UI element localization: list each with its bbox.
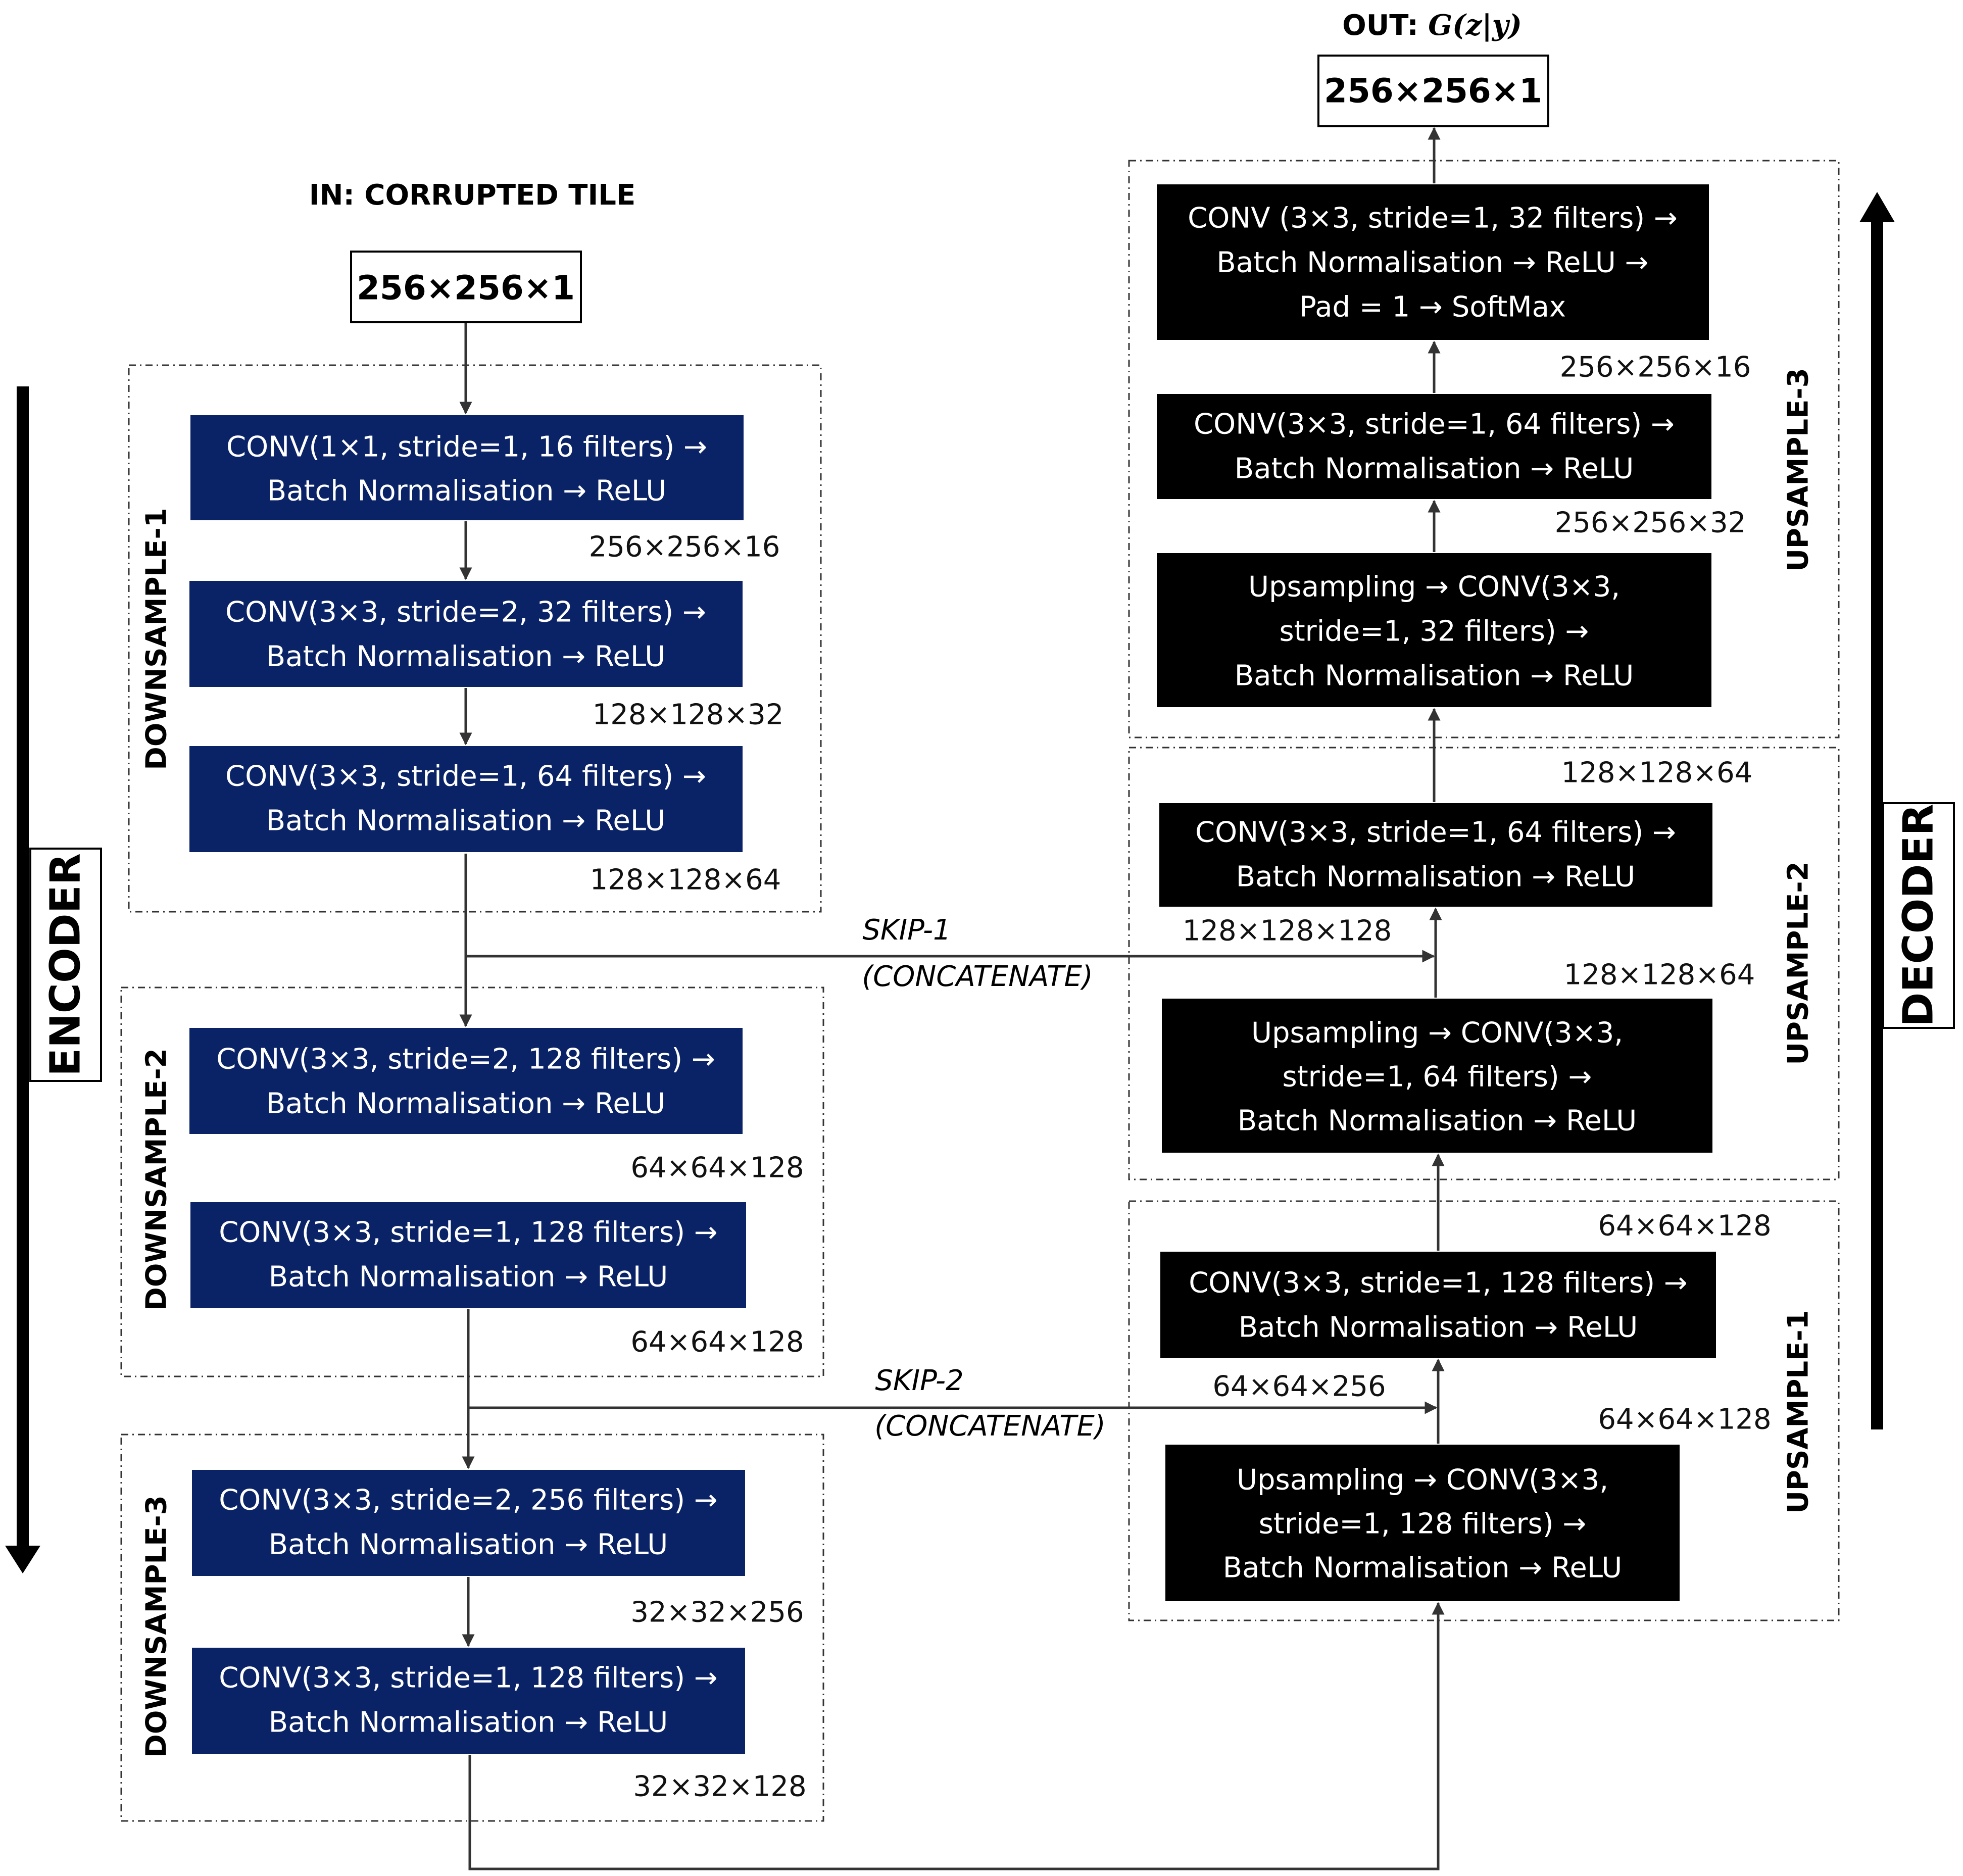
svg-text:Batch Normalisation → ReLU: Batch Normalisation → ReLU [269, 1261, 668, 1294]
decoder-block-u2-2: CONV(3×3, stride=1, 64 filters) → Batch … [1159, 803, 1712, 907]
upsample-2-label: UPSAMPLE-2 [1782, 861, 1815, 1065]
svg-text:CONV(3×3, stride=1, 128 filter: CONV(3×3, stride=1, 128 filters) → [219, 1216, 718, 1249]
upsample-3-frame [1128, 160, 1840, 738]
svg-text:Batch Normalisation → ReLU: Batch Normalisation → ReLU [1238, 1105, 1637, 1138]
svg-text:CONV(3×3, stride=1, 64 filters: CONV(3×3, stride=1, 64 filters) → [225, 760, 706, 793]
svg-text:Upsampling → CONV(3×3,: Upsampling → CONV(3×3, [1237, 1464, 1608, 1497]
dim-u1-1: 64×64×128 [1598, 1403, 1771, 1436]
skip-1-label: SKIP-1 [862, 914, 951, 947]
encoder-block-d2-1: CONV(3×3, stride=2, 128 filters) → Batch… [189, 1028, 743, 1134]
svg-text:Batch Normalisation → ReLU: Batch Normalisation → ReLU [1235, 660, 1634, 693]
svg-text:Batch Normalisation → ReLU: Batch Normalisation → ReLU [266, 1088, 665, 1120]
dim-skip-2: 64×64×256 [1212, 1370, 1386, 1403]
dim-d2-2: 64×64×128 [630, 1326, 804, 1359]
encoder-label: ENCODER [42, 853, 90, 1076]
dim-d3-1: 32×32×256 [630, 1596, 804, 1629]
decoder-block-u1-2: CONV(3×3, stride=1, 128 filters) → Batch… [1160, 1252, 1716, 1358]
encoder-label-box [29, 848, 102, 1082]
dim-u3-2: 256×256×16 [1560, 351, 1751, 384]
output-title: OUT: G(z|y) [1342, 9, 1522, 42]
dim-u3-1: 256×256×32 [1555, 507, 1746, 539]
encoder-arrow-head [5, 1546, 40, 1573]
input-title: IN: CORRUPTED TILE [309, 179, 635, 212]
svg-text:stride=1, 128 filters) →: stride=1, 128 filters) → [1259, 1508, 1587, 1541]
encoder-block-d1-1: CONV(1×1, stride=1, 16 filters) → Batch … [190, 415, 744, 520]
svg-text:CONV(3×3, stride=1, 64 filters: CONV(3×3, stride=1, 64 filters) → [1194, 408, 1675, 441]
svg-text:Batch Normalisation → ReLU: Batch Normalisation → ReLU [1235, 453, 1634, 485]
dim-d1-1: 256×256×16 [589, 531, 780, 564]
dim-d2-1: 64×64×128 [630, 1152, 804, 1184]
dim-skip-1: 128×128×128 [1183, 915, 1392, 948]
upsample-2-frame [1128, 747, 1840, 1180]
dim-u2-2: 128×128×64 [1561, 757, 1753, 789]
upsample-1-label: UPSAMPLE-1 [1782, 1310, 1815, 1513]
svg-text:CONV(3×3, stride=2, 128 filter: CONV(3×3, stride=2, 128 filters) → [216, 1043, 715, 1076]
svg-text:Batch Normalisation → ReLU →: Batch Normalisation → ReLU → [1216, 246, 1648, 279]
decoder-label: DECODER [1895, 804, 1943, 1026]
svg-text:Batch Normalisation → ReLU: Batch Normalisation → ReLU [1236, 861, 1635, 894]
upsample-1-frame [1128, 1200, 1840, 1621]
downsample-3-label: DOWNSAMPLE-3 [140, 1495, 173, 1757]
input-shape-box [350, 251, 582, 323]
svg-text:Batch Normalisation → ReLU: Batch Normalisation → ReLU [267, 475, 666, 508]
svg-text:CONV(3×3, stride=1, 128 filter: CONV(3×3, stride=1, 128 filters) → [1189, 1267, 1688, 1300]
decoder-arrow-head [1859, 192, 1895, 222]
svg-text:CONV(3×3, stride=2, 32 filters: CONV(3×3, stride=2, 32 filters) → [225, 596, 706, 629]
decoder-label-box [1882, 802, 1955, 1029]
svg-text:CONV(3×3, stride=2, 256 filter: CONV(3×3, stride=2, 256 filters) → [219, 1484, 718, 1517]
svg-text:Batch Normalisation → ReLU: Batch Normalisation → ReLU [266, 640, 665, 673]
svg-text:CONV(3×3, stride=1, 64 filters: CONV(3×3, stride=1, 64 filters) → [1195, 816, 1676, 849]
downsample-3-frame [120, 1434, 824, 1822]
dim-d1-2: 128×128×32 [593, 699, 784, 731]
svg-text:stride=1, 64 filters) →: stride=1, 64 filters) → [1283, 1061, 1592, 1094]
skip-2-label: SKIP-2 [875, 1364, 963, 1397]
svg-text:stride=1, 32 filters) →: stride=1, 32 filters) → [1280, 615, 1589, 648]
skip-1-op: (CONCATENATE) [862, 960, 1093, 993]
output-shape-box [1317, 55, 1549, 127]
downsample-1-label: DOWNSAMPLE-1 [140, 508, 173, 770]
skip-2-op: (CONCATENATE) [874, 1410, 1105, 1443]
encoder-block-d3-2: CONV(3×3, stride=1, 128 filters) → Batch… [192, 1648, 745, 1754]
svg-text:Upsampling → CONV(3×3,: Upsampling → CONV(3×3, [1248, 571, 1620, 604]
svg-text:Batch Normalisation → ReLU: Batch Normalisation → ReLU [269, 1706, 668, 1739]
dim-d1-3: 128×128×64 [590, 864, 781, 897]
decoder-block-u3-1: Upsampling → CONV(3×3, stride=1, 32 filt… [1157, 553, 1711, 707]
svg-text:CONV(1×1, stride=1, 16 filters: CONV(1×1, stride=1, 16 filters) → [226, 431, 707, 464]
svg-text:Batch Normalisation → ReLU: Batch Normalisation → ReLU [266, 805, 665, 837]
arrow-bottleneck-to-u1 [468, 1602, 1445, 1870]
downsample-2-frame [120, 986, 824, 1377]
encoder-block-d1-3: CONV(3×3, stride=1, 64 filters) → Batch … [189, 746, 743, 852]
decoder-block-u2-1: Upsampling → CONV(3×3, stride=1, 64 filt… [1162, 999, 1712, 1153]
downsample-2-label: DOWNSAMPLE-2 [140, 1048, 173, 1310]
svg-text:Batch Normalisation → ReLU: Batch Normalisation → ReLU [1239, 1311, 1638, 1344]
dim-d3-2: 32×32×128 [633, 1770, 806, 1803]
decoder-block-u3-2: CONV(3×3, stride=1, 64 filters) → Batch … [1157, 394, 1711, 499]
upsample-3-label: UPSAMPLE-3 [1782, 368, 1815, 571]
svg-text:Upsampling → CONV(3×3,: Upsampling → CONV(3×3, [1251, 1017, 1623, 1050]
svg-text:Batch Normalisation → ReLU: Batch Normalisation → ReLU [1223, 1552, 1622, 1585]
dim-u1-2: 64×64×128 [1598, 1210, 1771, 1243]
decoder-block-u1-1: Upsampling → CONV(3×3, stride=1, 128 fil… [1165, 1445, 1680, 1601]
svg-text:Pad = 1 → SoftMax: Pad = 1 → SoftMax [1299, 291, 1566, 324]
input-shape: 256×256×1 [357, 269, 575, 308]
dim-u2-1: 128×128×64 [1564, 959, 1755, 992]
encoder-block-d2-2: CONV(3×3, stride=1, 128 filters) → Batch… [190, 1202, 746, 1308]
decoder-block-u3-3: CONV (3×3, stride=1, 32 filters) → Batch… [1157, 184, 1709, 340]
output-shape: 256×256×1 [1324, 72, 1542, 111]
encoder-block-d3-1: CONV(3×3, stride=2, 256 filters) → Batch… [192, 1470, 745, 1576]
svg-text:CONV(3×3, stride=1, 128 filter: CONV(3×3, stride=1, 128 filters) → [219, 1662, 718, 1695]
svg-text:CONV (3×3, stride=1, 32 filter: CONV (3×3, stride=1, 32 filters) → [1188, 202, 1678, 235]
downsample-1-frame [128, 364, 822, 913]
svg-text:Batch Normalisation → ReLU: Batch Normalisation → ReLU [269, 1528, 668, 1561]
encoder-block-d1-2: CONV(3×3, stride=2, 32 filters) → Batch … [189, 581, 743, 687]
